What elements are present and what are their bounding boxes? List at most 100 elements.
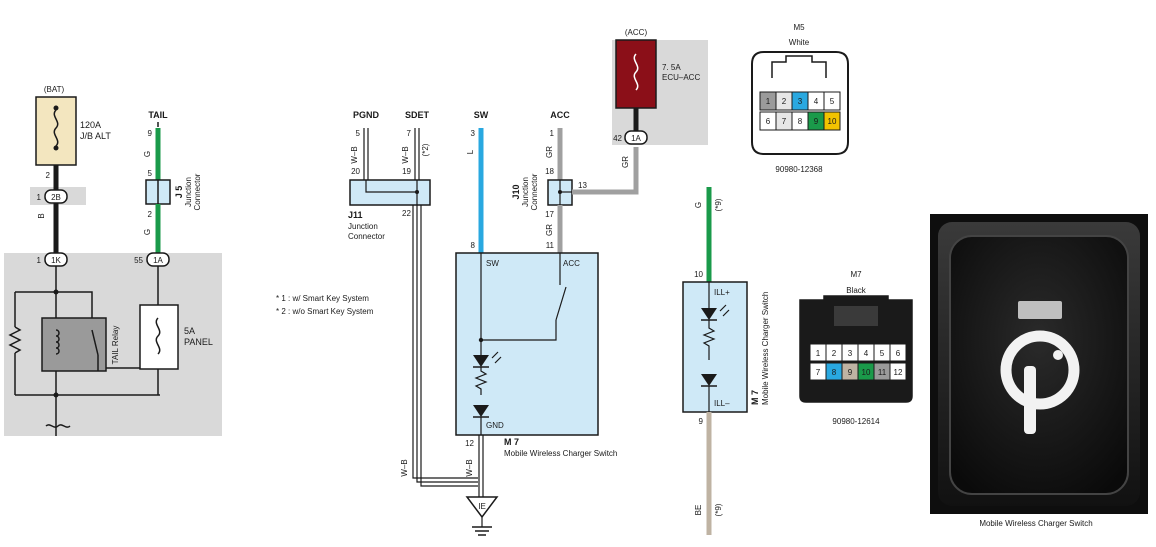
- m7c-pin-cell: [889, 362, 907, 381]
- wire-wb-pgnd-label: W–B: [350, 146, 359, 163]
- fuse-120a-sub: J/B ALT: [80, 131, 111, 141]
- m5-pin-label: 2: [782, 97, 787, 106]
- ill-minus-terminal: ILL–: [714, 399, 730, 408]
- m7-connector-section: M7 Black 1 2 3 4 5 6 7 8 9 10 1: [799, 270, 913, 426]
- ill-plus-terminal: ILL+: [714, 288, 730, 297]
- j5-sub1: Junction: [184, 177, 193, 207]
- qi-logo-dot: [1053, 350, 1063, 360]
- pin-22: 22: [402, 209, 411, 218]
- m7c-pin-label: 7: [816, 368, 821, 377]
- qi-logo-stem: [1024, 366, 1036, 434]
- m7c-pin-label: 8: [832, 368, 837, 377]
- m5-pin-grid: 1 2 3 4 5 6 7 8 9 10: [759, 91, 841, 131]
- wire-wb-ground-c: [420, 205, 478, 487]
- m7c-pin-label: 5: [880, 349, 885, 358]
- wire-wb-sdet-label: W–B: [401, 146, 410, 163]
- acc-pin-42: 42: [613, 134, 622, 143]
- wire-wb-ground-a: [412, 205, 478, 479]
- fuse-120a-icon: [53, 109, 59, 147]
- j5-pin-top: 5: [148, 169, 153, 178]
- pin-20: 20: [351, 167, 360, 176]
- tail-relay-label: TAIL Relay: [111, 326, 120, 365]
- m5-title: M5: [793, 23, 805, 32]
- m7-sw-terminal: SW: [486, 259, 499, 268]
- qi-logo-icon: [1000, 330, 1080, 410]
- tail-label: TAIL: [148, 110, 168, 120]
- fuse-5a-icon: [155, 317, 161, 355]
- fuse-120a-terminal-top: [53, 105, 59, 111]
- j5-pin-bottom: 2: [148, 210, 153, 219]
- m5-color: White: [789, 38, 810, 47]
- fuse-120a-terminal-bottom: [53, 145, 59, 151]
- acc-fuse-box: [615, 39, 657, 109]
- left-section: (BAT) 120A J/B ALT 2 2B 1 B 1K 1 TAIL Re…: [4, 85, 222, 436]
- relay-switch-icon: [91, 329, 99, 356]
- ground-break-icon: [45, 424, 71, 428]
- relay-area-background: [4, 253, 222, 436]
- m7-led-rays: [491, 351, 502, 364]
- pin-19: 19: [402, 167, 411, 176]
- j10-node: [558, 190, 562, 194]
- switch-indicator-light: [1018, 301, 1062, 319]
- sw-pin: 3: [471, 129, 476, 138]
- m7-resistor-icon: [474, 367, 488, 395]
- ill-diode-icon: [701, 374, 717, 386]
- m7-ill-box: [682, 281, 748, 413]
- note-2: * 2 : w/o Smart Key System: [276, 307, 374, 316]
- m7-diode-icon: [473, 405, 489, 417]
- wire-g-bottom-label: G: [143, 229, 152, 235]
- acc-label: (ACC): [625, 28, 648, 37]
- m5-part-no: 90980-12368: [775, 165, 823, 174]
- fuse-120a-label: 120A: [80, 120, 101, 130]
- relay-resistor-icon: [8, 326, 22, 354]
- acc-fuse-icon: [633, 53, 639, 91]
- ground-ie-symbol: [465, 496, 499, 519]
- m7-label-ill: M 7: [750, 390, 760, 405]
- m5-pin-cell: [823, 111, 841, 131]
- acc-fuse-sub: ECU–ACC: [662, 73, 700, 82]
- m7-sub-mid: Mobile Wireless Charger Switch: [504, 449, 617, 458]
- switch-photo: Mobile Wireless Charger Switch: [930, 214, 1148, 528]
- m7c-pin-label: 2: [832, 349, 837, 358]
- footnotes: * 1 : w/ Smart Key System * 2 : w/o Smar…: [276, 294, 374, 316]
- sdet-pin: 7: [407, 129, 412, 138]
- acc-fuse-name: 7. 5A: [662, 63, 681, 72]
- switch-button: [949, 235, 1129, 495]
- ground-ie-label: IE: [478, 502, 486, 511]
- conn-2b-pin: 1: [37, 193, 42, 202]
- acc-pin: 1: [550, 129, 555, 138]
- m7c-pin-label: 10: [862, 368, 871, 377]
- j11-sub2: Connector: [348, 232, 385, 241]
- j10-sub1: Junction: [521, 177, 530, 207]
- pin-8: 8: [471, 241, 476, 250]
- pin-17: 17: [545, 210, 554, 219]
- acc-conn-1a: [624, 130, 648, 145]
- m5-pin-label: 6: [766, 117, 771, 126]
- m7c-pin-label: 6: [896, 349, 901, 358]
- note-1: * 1 : w/ Smart Key System: [276, 294, 369, 303]
- pin-18: 18: [545, 167, 554, 176]
- wire-wb-ground-b: [416, 205, 478, 483]
- relay-coil-icon: [55, 329, 60, 355]
- pin-13: 13: [578, 181, 587, 190]
- conn-1k-label: 1K: [51, 256, 61, 265]
- j10-sub2: Connector: [530, 173, 539, 210]
- pin-11: 11: [546, 241, 555, 250]
- ill-section: G (*9) 10 ILL+ ILL– M 7 Mobile Wireless …: [682, 187, 770, 535]
- m7-label-mid: M 7: [504, 437, 519, 447]
- pin-12: 12: [465, 439, 474, 448]
- m7-switch-box: [455, 252, 599, 436]
- j5-sub2: Connector: [193, 173, 202, 210]
- tail-relay-box: [41, 317, 107, 372]
- m7c-pin-label: 1: [816, 349, 821, 358]
- pgnd-label: PGND: [353, 110, 380, 120]
- bat-label: (BAT): [44, 85, 65, 94]
- m5-pin-label: 1: [766, 97, 771, 106]
- m7c-pin-grid: 1 2 3 4 5 6 7 8 9 10 11 12: [809, 343, 907, 381]
- acc-fuse-section: (ACC) 7. 5A ECU–ACC 1A 42: [612, 28, 708, 145]
- relay-wire-top: [15, 291, 93, 318]
- m5-pin-label: 7: [782, 117, 787, 126]
- m5-connector-section: M5 White 1 2 3 4 5 6 7 8 9 10 90980-1236…: [751, 23, 849, 174]
- m7c-pin-cell: [889, 343, 907, 362]
